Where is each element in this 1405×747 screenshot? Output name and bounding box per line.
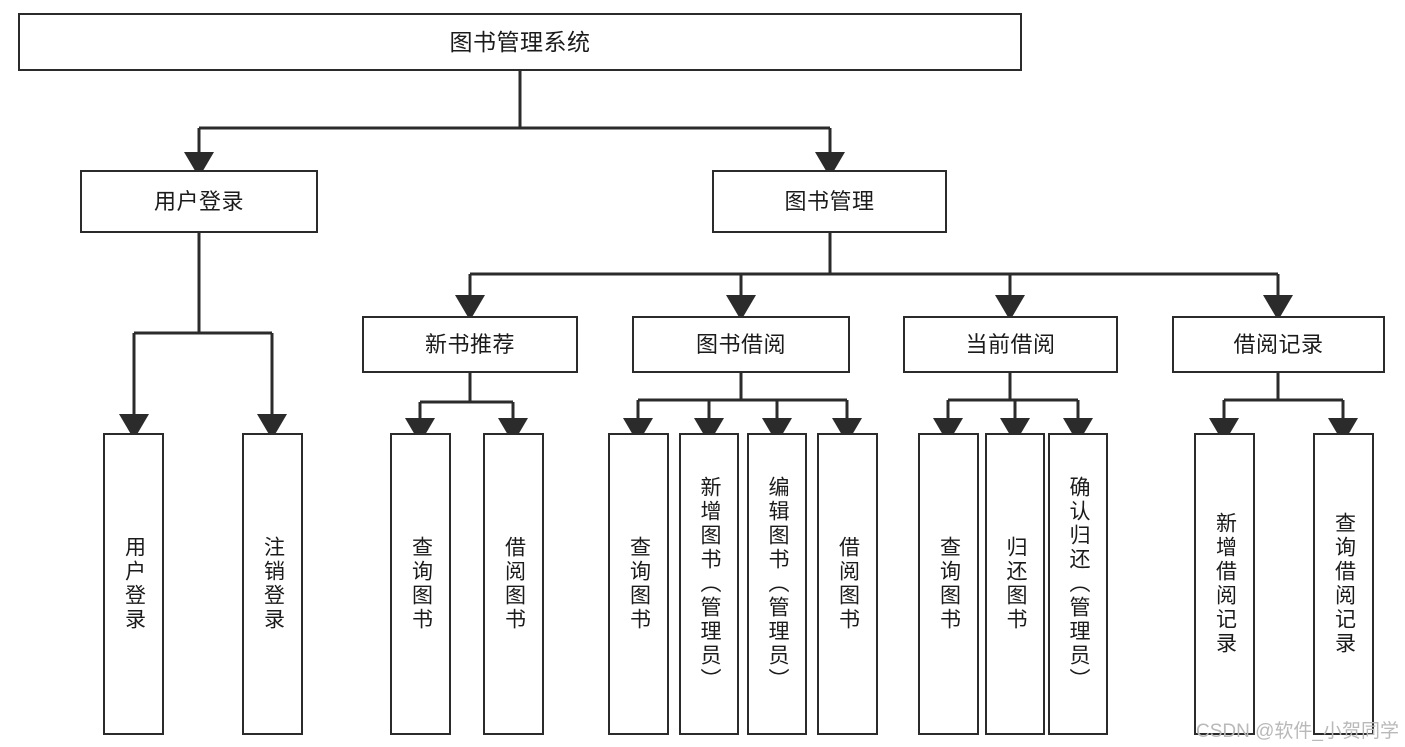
node-book-borrow-label: 图书借阅 xyxy=(695,331,786,357)
node-leaf-logout[interactable]: 注销登录 xyxy=(242,433,303,735)
node-root[interactable]: 图书管理系统 xyxy=(18,13,1022,71)
node-leaf-query-book-2-label: 查询图书 xyxy=(627,536,651,632)
node-leaf-query-book-3-label: 查询图书 xyxy=(937,536,961,632)
node-leaf-edit-book[interactable]: 编辑图书（管理员） xyxy=(747,433,807,735)
node-new-book-recommend-label: 新书推荐 xyxy=(424,331,515,357)
node-leaf-query-record[interactable]: 查询借阅记录 xyxy=(1313,433,1374,735)
node-leaf-edit-book-label: 编辑图书（管理员） xyxy=(766,476,790,692)
node-leaf-add-record-label: 新增借阅记录 xyxy=(1213,512,1237,656)
node-book-management[interactable]: 图书管理 xyxy=(712,170,947,233)
node-leaf-borrow-book-1[interactable]: 借阅图书 xyxy=(483,433,544,735)
watermark-text: CSDN @软件_小贺同学 xyxy=(1196,721,1399,742)
node-leaf-query-record-label: 查询借阅记录 xyxy=(1332,512,1356,656)
node-leaf-add-record[interactable]: 新增借阅记录 xyxy=(1194,433,1255,735)
node-borrow-record[interactable]: 借阅记录 xyxy=(1172,316,1385,373)
node-leaf-borrow-book-2-label: 借阅图书 xyxy=(836,536,860,632)
node-leaf-query-book-1[interactable]: 查询图书 xyxy=(390,433,451,735)
node-book-borrow[interactable]: 图书借阅 xyxy=(632,316,850,373)
node-leaf-logout-label: 注销登录 xyxy=(261,536,285,632)
node-leaf-borrow-book-1-label: 借阅图书 xyxy=(502,536,526,632)
node-leaf-return-book-label: 归还图书 xyxy=(1004,536,1028,632)
node-leaf-confirm-return-label: 确认归还（管理员） xyxy=(1067,476,1091,692)
node-current-borrow-label: 当前借阅 xyxy=(965,331,1056,357)
node-leaf-add-book[interactable]: 新增图书（管理员） xyxy=(679,433,739,735)
node-leaf-query-book-2[interactable]: 查询图书 xyxy=(608,433,669,735)
node-leaf-user-login-label: 用户登录 xyxy=(122,536,146,632)
node-leaf-return-book[interactable]: 归还图书 xyxy=(985,433,1045,735)
node-leaf-query-book-1-label: 查询图书 xyxy=(409,536,433,632)
node-leaf-confirm-return[interactable]: 确认归还（管理员） xyxy=(1048,433,1108,735)
node-current-borrow[interactable]: 当前借阅 xyxy=(903,316,1118,373)
node-leaf-borrow-book-2[interactable]: 借阅图书 xyxy=(817,433,878,735)
node-leaf-add-book-label: 新增图书（管理员） xyxy=(698,476,722,692)
node-user-login[interactable]: 用户登录 xyxy=(80,170,318,233)
node-leaf-user-login[interactable]: 用户登录 xyxy=(103,433,164,735)
node-user-login-label: 用户登录 xyxy=(153,188,244,214)
node-leaf-query-book-3[interactable]: 查询图书 xyxy=(918,433,979,735)
node-new-book-recommend[interactable]: 新书推荐 xyxy=(362,316,578,373)
node-borrow-record-label: 借阅记录 xyxy=(1233,331,1324,357)
node-root-label: 图书管理系统 xyxy=(449,28,591,55)
node-book-management-label: 图书管理 xyxy=(784,188,875,214)
